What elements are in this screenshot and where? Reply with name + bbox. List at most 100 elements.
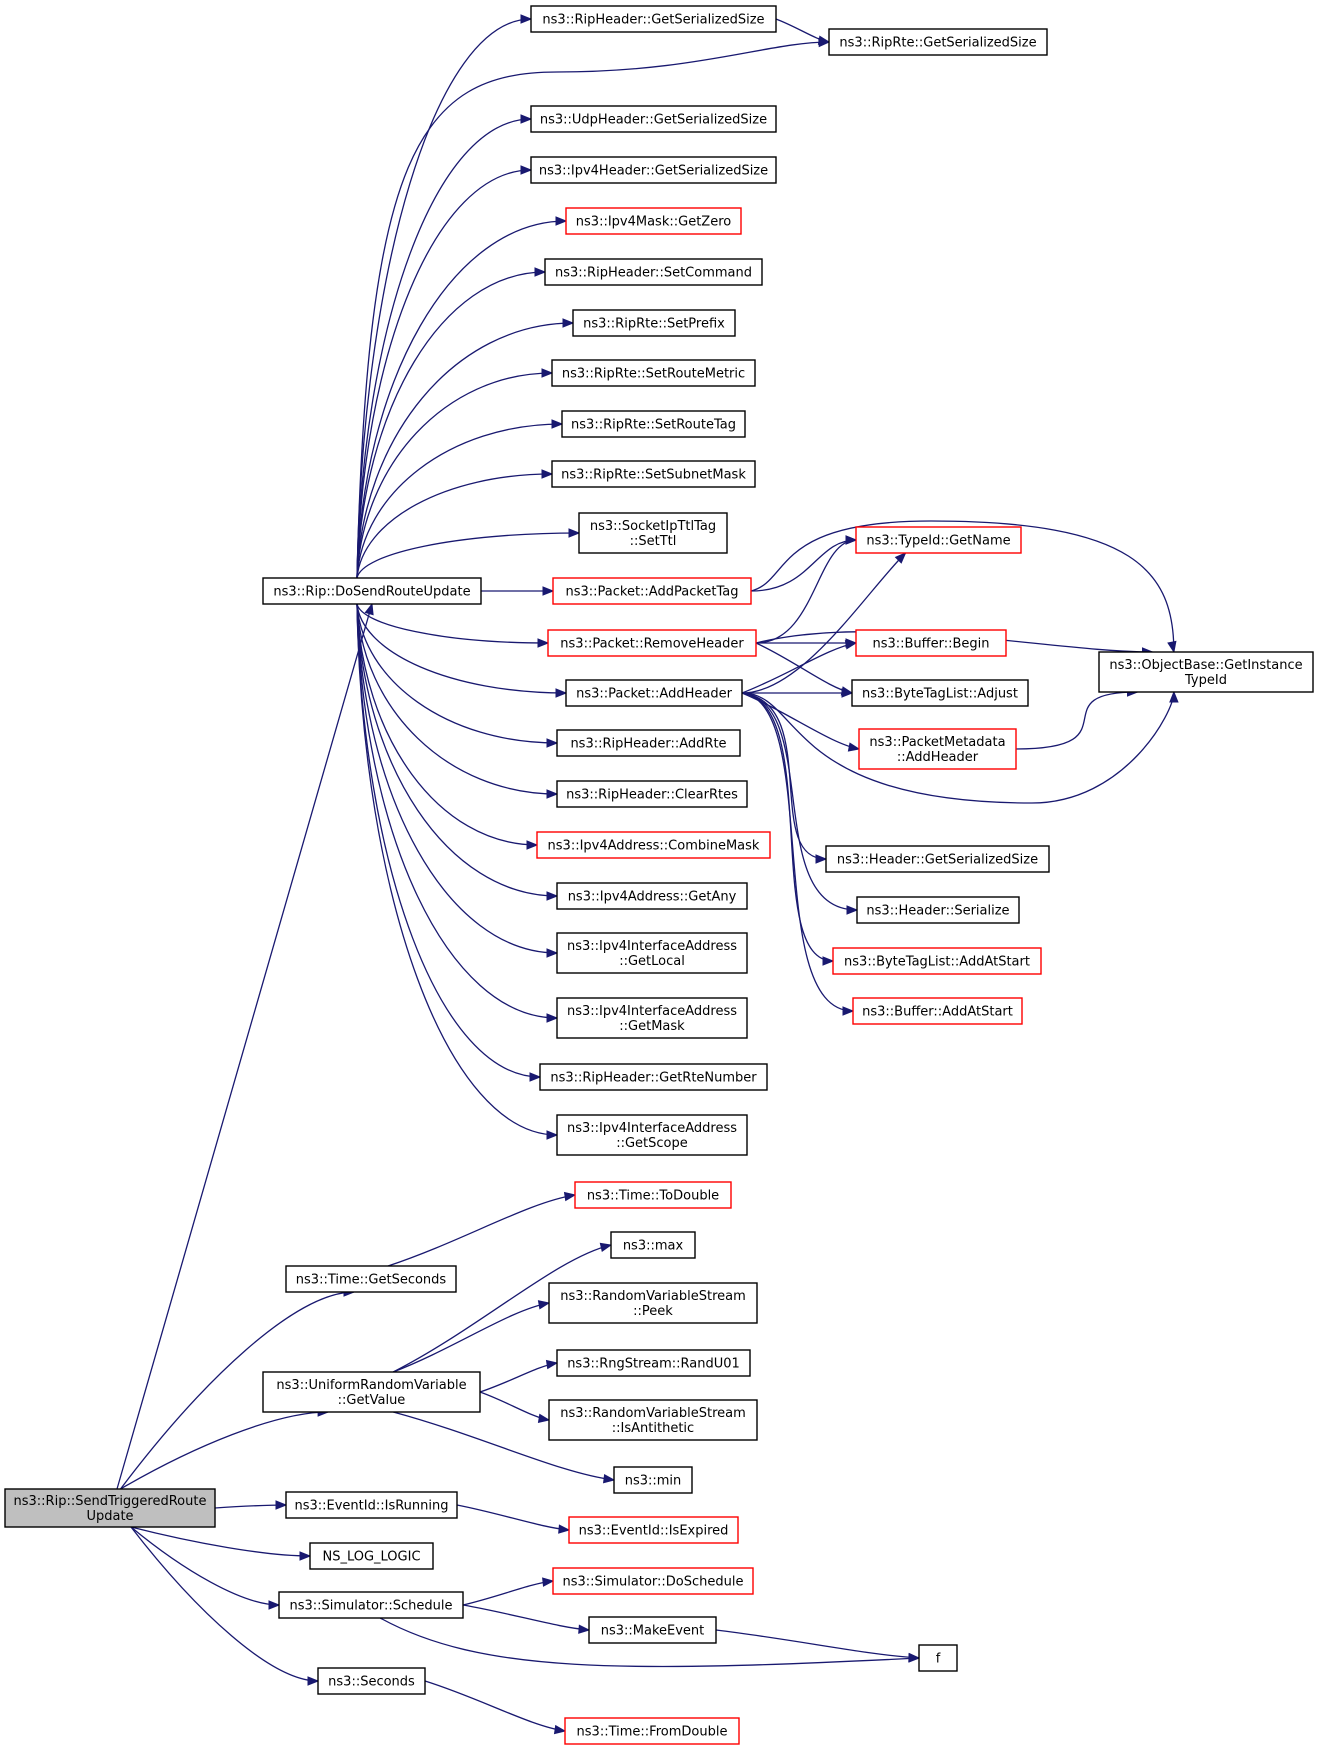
node-box[interactable] — [547, 629, 757, 657]
node-box[interactable] — [561, 410, 746, 438]
node-box[interactable] — [1098, 651, 1314, 693]
node-doSend[interactable]: ns3::Rip::DoSendRouteUpdate — [262, 577, 482, 605]
node-box[interactable] — [610, 1231, 696, 1259]
node-ripHdrSize[interactable]: ns3::RipHeader::GetSerializedSize — [530, 5, 777, 33]
node-clearRtes[interactable]: ns3::RipHeader::ClearRtes — [556, 780, 748, 808]
node-box[interactable] — [825, 845, 1050, 873]
node-addPktTag[interactable]: ns3::Packet::AddPacketTag — [552, 577, 752, 605]
node-makeEvent[interactable]: ns3::MakeEvent — [588, 1616, 717, 1644]
node-setTag[interactable]: ns3::RipRte::SetRouteTag — [561, 410, 746, 438]
node-setCmd[interactable]: ns3::RipHeader::SetCommand — [544, 258, 763, 286]
node-box[interactable] — [551, 359, 756, 387]
node-getZero[interactable]: ns3::Ipv4Mask::GetZero — [565, 207, 742, 235]
node-fromDouble[interactable]: ns3::Time::FromDouble — [564, 1717, 740, 1745]
node-box[interactable] — [309, 1542, 434, 1570]
node-box[interactable] — [556, 882, 748, 910]
node-addRte[interactable]: ns3::RipHeader::AddRte — [556, 729, 741, 757]
node-box[interactable] — [565, 679, 743, 707]
node-box[interactable] — [285, 1491, 458, 1519]
node-bufAddStart[interactable]: ns3::Buffer::AddAtStart — [852, 997, 1023, 1025]
node-box[interactable] — [578, 512, 728, 554]
node-box[interactable] — [548, 1399, 758, 1441]
node-min[interactable]: ns3::min — [613, 1466, 693, 1494]
node-bufBegin[interactable]: ns3::Buffer::Begin — [855, 629, 1007, 657]
node-box[interactable] — [556, 1349, 751, 1377]
node-setPrefix[interactable]: ns3::RipRte::SetPrefix — [572, 309, 736, 337]
node-box[interactable] — [851, 679, 1029, 707]
node-box[interactable] — [278, 1591, 464, 1619]
node-addHdr[interactable]: ns3::Packet::AddHeader — [565, 679, 743, 707]
node-box[interactable] — [556, 780, 748, 808]
node-getLocal[interactable]: ns3::Ipv4InterfaceAddress::GetLocal — [556, 932, 748, 974]
node-getSeconds[interactable]: ns3::Time::GetSeconds — [285, 1265, 457, 1293]
node-box[interactable] — [552, 1567, 754, 1595]
node-box[interactable] — [855, 629, 1007, 657]
node-peek[interactable]: ns3::RandomVariableStream::Peek — [548, 1282, 758, 1324]
node-box[interactable] — [551, 460, 756, 488]
node-hdrSize[interactable]: ns3::Header::GetSerializedSize — [825, 845, 1050, 873]
node-box[interactable] — [544, 258, 763, 286]
node-box[interactable] — [285, 1265, 457, 1293]
node-nsLog[interactable]: NS_LOG_LOGIC — [309, 1542, 434, 1570]
node-isAnti[interactable]: ns3::RandomVariableStream::IsAntithetic — [548, 1399, 758, 1441]
node-box[interactable] — [588, 1616, 717, 1644]
node-box[interactable] — [262, 1371, 481, 1413]
node-box[interactable] — [548, 1282, 758, 1324]
node-box[interactable] — [262, 577, 482, 605]
node-ipv4Size[interactable]: ns3::Ipv4Header::GetSerializedSize — [530, 156, 777, 184]
node-box[interactable] — [856, 896, 1020, 924]
node-box[interactable] — [855, 526, 1022, 554]
node-pmAddHdr[interactable]: ns3::PacketMetadata::AddHeader — [858, 728, 1017, 770]
node-box[interactable] — [539, 1063, 768, 1091]
node-setTtl[interactable]: ns3::SocketIpTtlTag::SetTtl — [578, 512, 728, 554]
node-randU01[interactable]: ns3::RngStream::RandU01 — [556, 1349, 751, 1377]
node-isExpired[interactable]: ns3::EventId::IsExpired — [568, 1516, 739, 1544]
node-udpSize[interactable]: ns3::UdpHeader::GetSerializedSize — [530, 105, 777, 133]
node-box[interactable] — [918, 1644, 958, 1672]
node-setMask[interactable]: ns3::RipRte::SetSubnetMask — [551, 460, 756, 488]
node-box[interactable] — [564, 1717, 740, 1745]
node-getName[interactable]: ns3::TypeId::GetName — [855, 526, 1022, 554]
node-box[interactable] — [4, 1488, 216, 1528]
node-getScope[interactable]: ns3::Ipv4InterfaceAddress::GetScope — [556, 1114, 748, 1156]
node-rteSize[interactable]: ns3::RipRte::GetSerializedSize — [828, 28, 1048, 56]
node-uniGet[interactable]: ns3::UniformRandomVariable::GetValue — [262, 1371, 481, 1413]
node-max[interactable]: ns3::max — [610, 1231, 696, 1259]
node-combMask[interactable]: ns3::Ipv4Address::CombineMask — [536, 831, 771, 859]
node-box[interactable] — [565, 207, 742, 235]
node-seconds[interactable]: ns3::Seconds — [317, 1667, 426, 1695]
node-box[interactable] — [832, 947, 1042, 975]
node-box[interactable] — [556, 997, 748, 1039]
node-box[interactable] — [530, 156, 777, 184]
node-hdrSer[interactable]: ns3::Header::Serialize — [856, 896, 1020, 924]
node-setMetric[interactable]: ns3::RipRte::SetRouteMetric — [551, 359, 756, 387]
node-getMask[interactable]: ns3::Ipv4InterfaceAddress::GetMask — [556, 997, 748, 1039]
node-box[interactable] — [574, 1181, 732, 1209]
node-isRunning[interactable]: ns3::EventId::IsRunning — [285, 1491, 458, 1519]
node-getAny[interactable]: ns3::Ipv4Address::GetAny — [556, 882, 748, 910]
node-f[interactable]: f — [918, 1644, 958, 1672]
node-doSched[interactable]: ns3::Simulator::DoSchedule — [552, 1567, 754, 1595]
node-box[interactable] — [556, 1114, 748, 1156]
node-box[interactable] — [556, 932, 748, 974]
node-box[interactable] — [568, 1516, 739, 1544]
node-box[interactable] — [858, 728, 1017, 770]
node-toDouble[interactable]: ns3::Time::ToDouble — [574, 1181, 732, 1209]
node-box[interactable] — [852, 997, 1023, 1025]
node-box[interactable] — [552, 577, 752, 605]
node-box[interactable] — [317, 1667, 426, 1695]
node-rteNum[interactable]: ns3::RipHeader::GetRteNumber — [539, 1063, 768, 1091]
node-btlAdjust[interactable]: ns3::ByteTagList::Adjust — [851, 679, 1029, 707]
node-simSched[interactable]: ns3::Simulator::Schedule — [278, 1591, 464, 1619]
node-box[interactable] — [530, 105, 777, 133]
node-box[interactable] — [536, 831, 771, 859]
node-box[interactable] — [556, 729, 741, 757]
node-box[interactable] — [613, 1466, 693, 1494]
node-rmHdr[interactable]: ns3::Packet::RemoveHeader — [547, 629, 757, 657]
node-btlAddStart[interactable]: ns3::ByteTagList::AddAtStart — [832, 947, 1042, 975]
node-box[interactable] — [828, 28, 1048, 56]
node-box[interactable] — [530, 5, 777, 33]
node-box[interactable] — [572, 309, 736, 337]
